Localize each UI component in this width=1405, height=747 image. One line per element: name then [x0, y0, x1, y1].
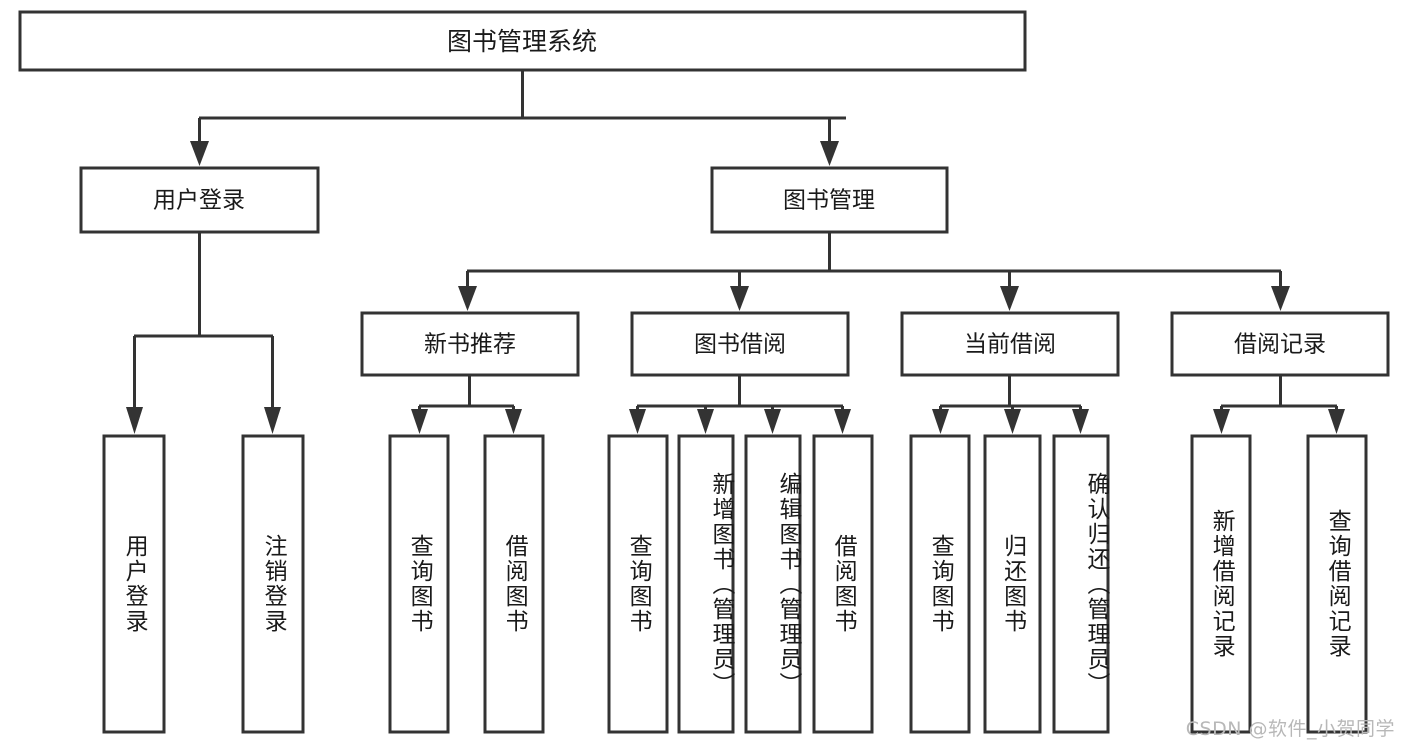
leaf-query-book-3-box[interactable] — [909, 434, 971, 734]
connectors-new-book-to-leaves — [411, 375, 522, 434]
arrow-to-user-login-icon — [190, 141, 209, 166]
arrow-leaf-borrow-book-2-icon — [834, 409, 851, 434]
connectors-user-login-to-leaves — [126, 232, 281, 434]
arrow-leaf-confirm-return-icon — [1072, 409, 1089, 434]
leaf-confirm-return-box[interactable] — [1052, 434, 1110, 734]
node-new-book-recommend-box[interactable] — [360, 311, 580, 377]
leaf-borrow-book-1-box[interactable] — [483, 434, 545, 734]
arrow-leaf-return-book-icon — [1004, 409, 1021, 434]
node-user-login-box[interactable] — [79, 166, 320, 234]
node-book-borrow-box[interactable] — [630, 311, 850, 377]
arrow-leaf-user-login-icon — [126, 407, 143, 434]
arrow-leaf-query-book-1-icon — [411, 409, 428, 434]
connectors-root-to-level2 — [190, 70, 846, 166]
connectors-book-manage-to-level3 — [458, 232, 1290, 311]
arrow-leaf-edit-book-icon — [764, 409, 781, 434]
node-borrow-record[interactable]: 借阅记录 — [1170, 311, 1390, 377]
node-user-login-label: 用户登录 — [153, 188, 245, 214]
leaf-query-record-box[interactable] — [1306, 434, 1368, 734]
arrow-leaf-query-record-icon — [1328, 409, 1345, 434]
leaf-return-book-box[interactable] — [983, 434, 1042, 734]
node-current-borrow-box[interactable] — [900, 311, 1120, 377]
leaf-query-book-2-box[interactable] — [607, 434, 669, 734]
arrow-leaf-add-record-icon — [1213, 409, 1230, 434]
node-book-manage[interactable]: 图书管理 — [710, 166, 949, 234]
watermark-text: CSDN @软件_小贺同学 — [1185, 718, 1395, 740]
arrow-leaf-borrow-book-1-icon — [505, 409, 522, 434]
node-root-box[interactable] — [18, 10, 1027, 72]
leaf-edit-book-box[interactable] — [744, 434, 802, 734]
arrow-to-new-book-recommend-icon — [458, 286, 477, 311]
connectors-borrow-record-to-leaves — [1213, 375, 1345, 434]
node-current-borrow[interactable]: 当前借阅 — [900, 311, 1120, 377]
arrow-to-book-borrow-icon — [730, 286, 749, 311]
node-new-book-recommend[interactable]: 新书推荐 — [360, 311, 580, 377]
node-borrow-record-label: 借阅记录 — [1234, 332, 1326, 358]
node-borrow-record-box[interactable] — [1170, 311, 1390, 377]
arrow-leaf-add-book-icon — [697, 409, 714, 434]
node-user-login[interactable]: 用户登录 — [79, 166, 320, 234]
node-book-borrow-label: 图书借阅 — [694, 332, 786, 358]
leaf-add-record-box[interactable] — [1190, 434, 1252, 734]
connectors-current-borrow-to-leaves — [932, 375, 1089, 434]
node-root-label: 图书管理系统 — [447, 27, 597, 56]
leaf-query-book-1-box[interactable] — [388, 434, 450, 734]
node-book-borrow[interactable]: 图书借阅 — [630, 311, 850, 377]
node-book-manage-box[interactable] — [710, 166, 949, 234]
arrow-to-borrow-record-icon — [1271, 286, 1290, 311]
leaf-boxes — [102, 434, 1368, 734]
leaf-add-book-box[interactable] — [677, 434, 735, 734]
node-new-book-recommend-label: 新书推荐 — [424, 332, 516, 358]
arrow-to-current-borrow-icon — [1000, 286, 1019, 311]
leaf-user-login-box[interactable] — [102, 434, 166, 734]
leaf-logout-box[interactable] — [241, 434, 305, 734]
connectors-book-borrow-to-leaves — [629, 375, 851, 434]
arrow-to-book-manage-icon — [820, 141, 839, 166]
node-root[interactable]: 图书管理系统 — [18, 10, 1027, 72]
arrow-leaf-query-book-2-icon — [629, 409, 646, 434]
leaf-borrow-book-2-box[interactable] — [812, 434, 874, 734]
node-book-manage-label: 图书管理 — [783, 188, 875, 214]
arrow-leaf-query-book-3-icon — [932, 409, 949, 434]
node-current-borrow-label: 当前借阅 — [964, 332, 1056, 358]
arrow-leaf-logout-icon — [264, 407, 281, 434]
